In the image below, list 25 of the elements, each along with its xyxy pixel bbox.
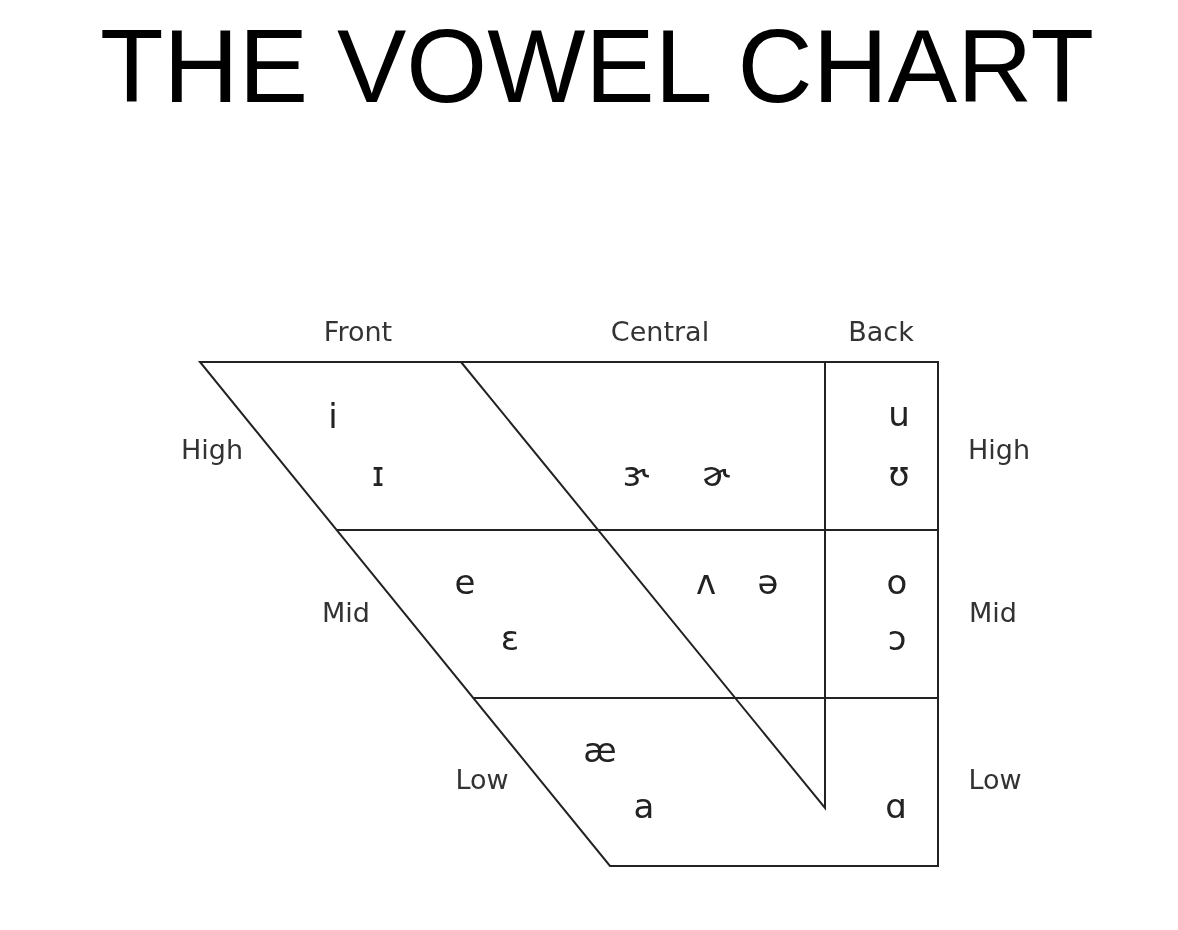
vowel-symbol: æ bbox=[583, 733, 617, 767]
row-label: Low bbox=[455, 765, 509, 793]
vowel-symbol: ɔ bbox=[887, 621, 907, 655]
vowel-symbol: a bbox=[633, 789, 655, 823]
vowel-symbol: i bbox=[328, 399, 338, 433]
row-label: Mid bbox=[969, 598, 1017, 626]
row-label: Low bbox=[968, 765, 1022, 793]
vowel-symbol: ɚ bbox=[702, 457, 730, 491]
column-heading: Back bbox=[848, 317, 914, 345]
vowel-symbol: ɛ bbox=[500, 621, 520, 655]
vowel-symbol: ɪ bbox=[371, 457, 385, 491]
vowel-symbol: ʌ bbox=[695, 565, 717, 599]
vowel-symbol: ə bbox=[757, 565, 779, 599]
vowel-symbol: ɑ bbox=[885, 789, 907, 823]
vowel-symbol: u bbox=[888, 397, 910, 431]
column-heading: Front bbox=[323, 317, 393, 345]
row-label: High bbox=[967, 435, 1031, 463]
vowel-symbol: ʊ bbox=[888, 457, 910, 491]
column-heading: Central bbox=[610, 317, 710, 345]
vowel-symbol: e bbox=[454, 565, 476, 599]
row-label: Mid bbox=[322, 598, 370, 626]
chart-title: THE VOWEL CHART bbox=[100, 14, 1094, 118]
vowel-symbol: o bbox=[886, 565, 908, 599]
vowel-symbol: ɝ bbox=[622, 457, 650, 491]
row-label: High bbox=[180, 435, 244, 463]
